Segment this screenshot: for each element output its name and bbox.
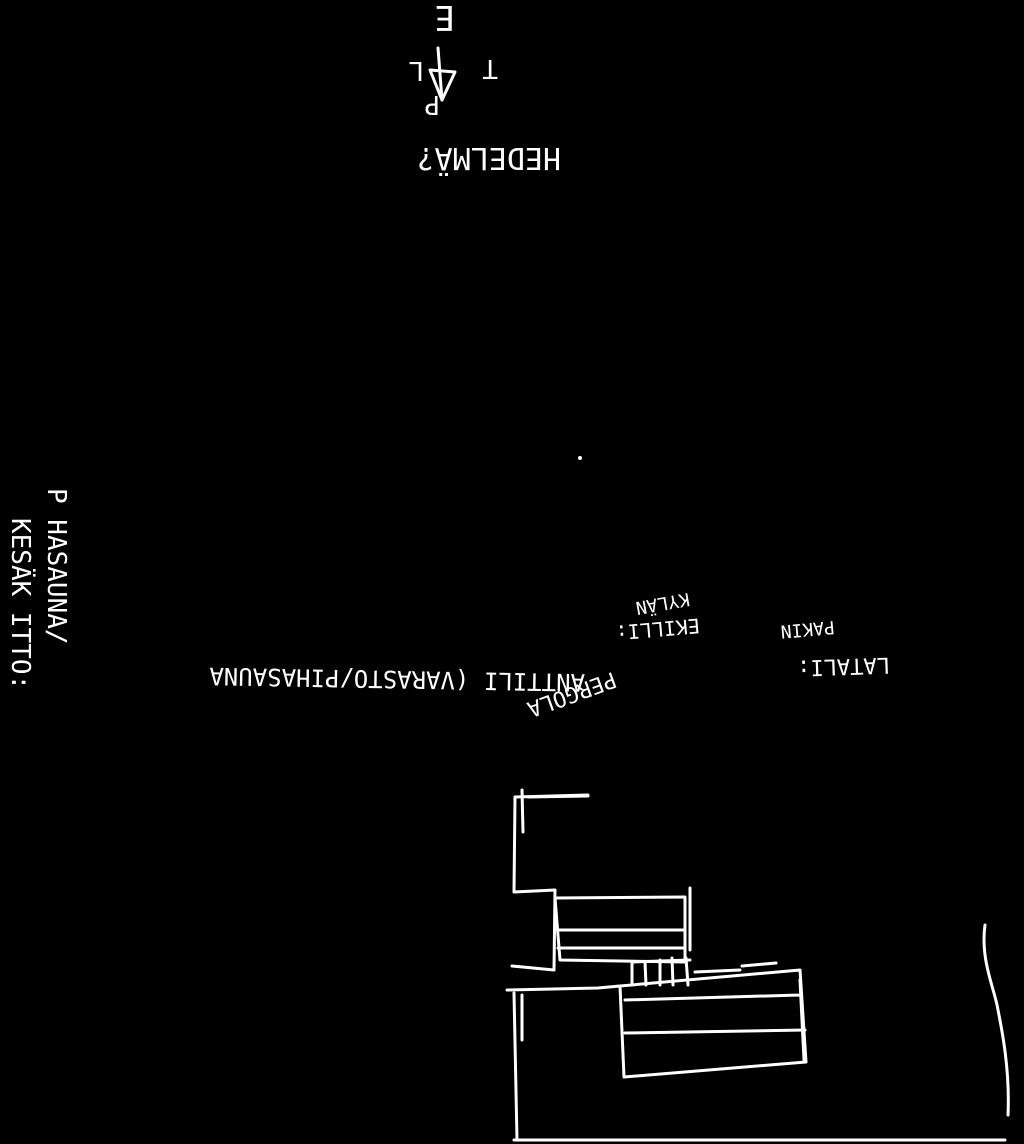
lower-block-outline [505, 984, 1007, 1142]
stair-hatch [630, 956, 692, 987]
right-inner-block [618, 968, 808, 1079]
north-arrow-right: T [482, 53, 498, 83]
middle-block-stripes [556, 886, 692, 952]
middle-label: ANTTILI (VARASTO/PIHASAUNA [209, 662, 586, 697]
north-arrow-left: L [408, 55, 424, 85]
left-side-label-1: P HASAUNA/ [41, 488, 71, 645]
north-arrow: E L T P [408, 0, 498, 119]
left-side-label-2: KESÄK ITTO: [5, 518, 37, 690]
north-arrow-bottom: P [424, 89, 440, 119]
top-note: HEDELMÄ? [417, 140, 562, 176]
upper-block-inner [520, 788, 590, 834]
building-sketch [505, 788, 1010, 1142]
right-note-1: PAKIN [780, 616, 836, 642]
small-dot [578, 456, 582, 460]
north-arrow-shaft [436, 46, 444, 102]
right-note-2: LATALI: [797, 652, 891, 680]
right-inner-lines [623, 978, 807, 1062]
far-right-curve [982, 923, 1010, 1117]
kylan-label: KYLÄN [634, 588, 691, 618]
ekilli-label: EKILLI: [615, 614, 701, 645]
north-arrow-head [428, 68, 457, 102]
stair-ledge [693, 961, 778, 974]
north-arrow-letter: E [435, 0, 455, 37]
